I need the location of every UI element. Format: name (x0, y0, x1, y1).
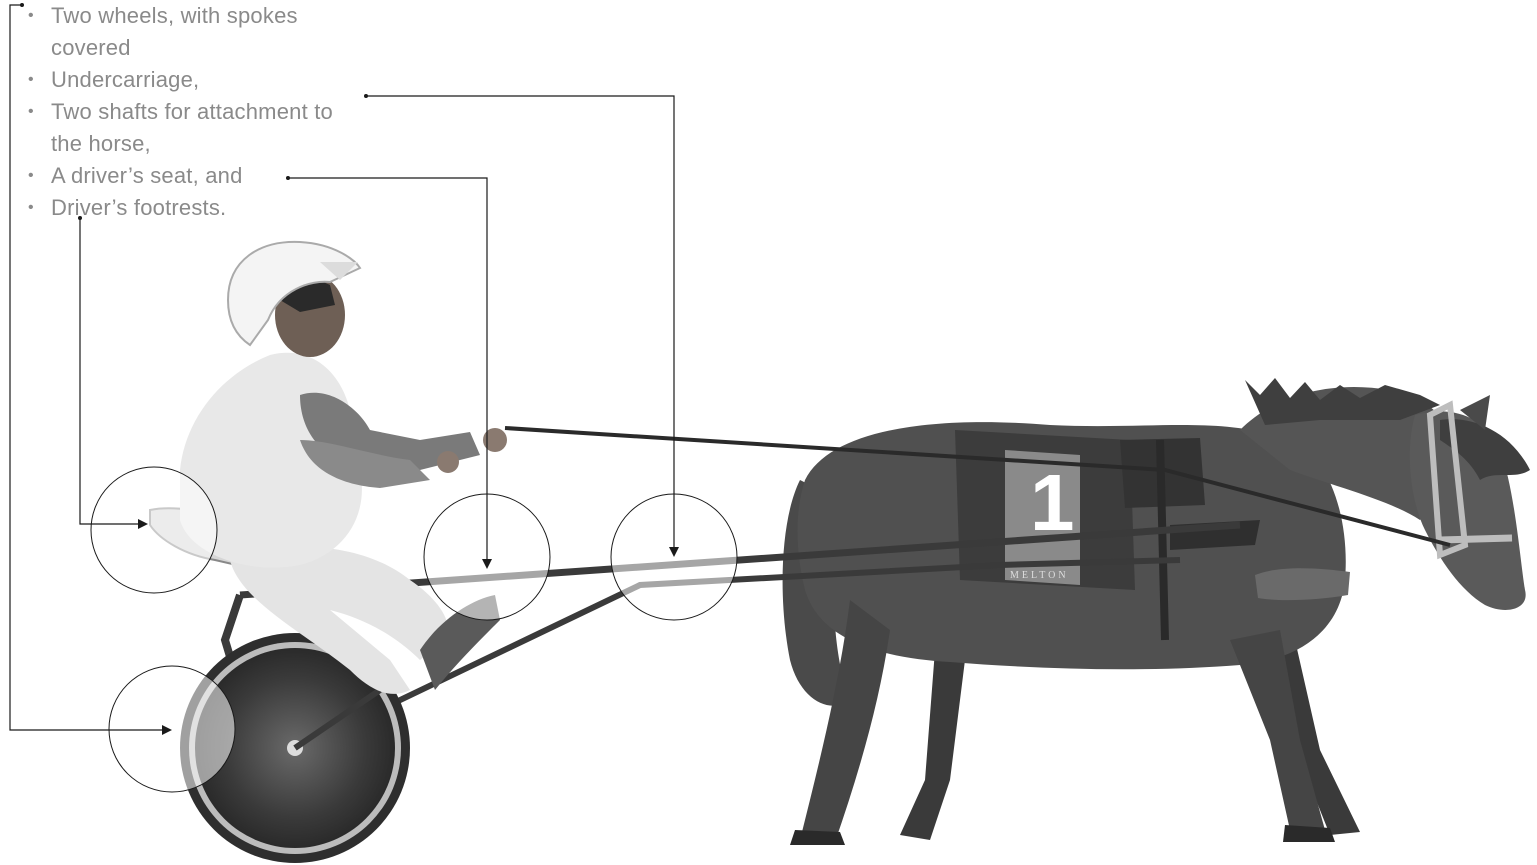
leader-line-wheels (10, 5, 170, 730)
leader-line-undercarriage (366, 96, 674, 555)
pony: 1 MELTON (783, 378, 1530, 842)
callout-circle-wheel (109, 666, 235, 792)
photo-illustration: 1 MELTON (150, 242, 1530, 863)
callout-circle-seat (91, 467, 217, 593)
saddle-cloth-text: MELTON (1010, 570, 1069, 581)
